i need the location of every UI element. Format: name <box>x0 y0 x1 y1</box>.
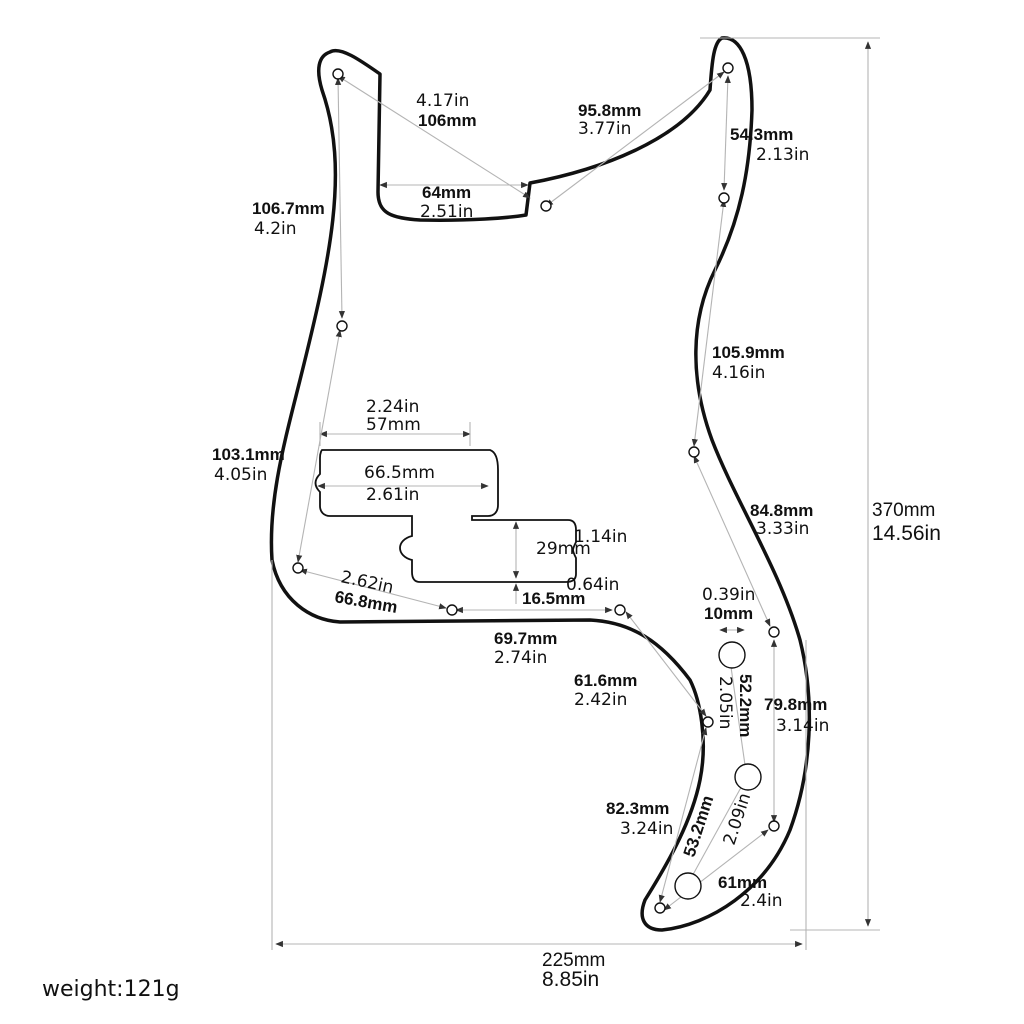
hole-dia-mm: 10mm <box>704 604 753 623</box>
horn-diag-in: 3.77in <box>578 119 631 139</box>
hole-dia-in: 0.39in <box>702 585 755 605</box>
pickup-gap-in: 0.64in <box>566 575 619 595</box>
measurement-lines <box>271 37 880 950</box>
horn-right-mm: 54.3mm <box>730 125 793 144</box>
overall-height-in: 14.56in <box>872 522 941 545</box>
left-mid-in: 4.05in <box>214 465 267 485</box>
right-lower-in: 3.33in <box>756 519 809 539</box>
horn-right-in: 2.13in <box>756 145 809 165</box>
overall-width-mm: 225mm <box>542 950 605 971</box>
tail-diag-in: 3.24in <box>620 819 673 839</box>
bottom-mid-in: 2.74in <box>494 648 547 668</box>
pickup-top-mm: 57mm <box>366 415 421 435</box>
neck-width-mm: 64mm <box>422 183 471 202</box>
pickup-inner-mm: 66.5mm <box>364 463 435 483</box>
neck-width-in: 2.51in <box>420 202 473 222</box>
pickup-height-mm: 29mm <box>536 539 591 559</box>
left-upper-mm: 106.7mm <box>252 199 325 218</box>
pickup-top-in: 2.24in <box>366 397 419 417</box>
right-end-in: 3.14in <box>776 716 829 736</box>
lower-diag-mm: 61.6mm <box>574 671 637 690</box>
tail-bottom-in: 2.4in <box>740 891 783 911</box>
right-mid-in: 4.16in <box>712 363 765 383</box>
left-mid-mm: 103.1mm <box>212 445 285 464</box>
tail-bottom-mm: 61mm <box>718 873 767 892</box>
pickup-height-in: 1.14in <box>574 527 627 547</box>
right-lower-mm: 84.8mm <box>750 501 813 520</box>
right-end-mm: 79.8mm <box>764 695 827 714</box>
bottom-small-mm: 16.5mm <box>522 589 585 608</box>
horn-diag-mm: 95.8mm <box>578 101 641 120</box>
tail-diag-mm: 82.3mm <box>606 799 669 818</box>
lower-diag-in: 2.42in <box>574 690 627 710</box>
overall-height-mm: 370mm <box>872 500 935 521</box>
left-upper-in: 4.2in <box>254 219 297 239</box>
weight-label: weight:121g <box>42 977 180 1002</box>
screw-holes <box>292 62 780 914</box>
pot-span-mm: 52.2mm <box>736 674 755 737</box>
neck-diag-in: 4.17in <box>416 91 469 111</box>
overall-dimensions: 370mm 14.56in 225mm 8.85in <box>542 500 941 991</box>
overall-width-in: 8.85in <box>542 968 599 991</box>
neck-diag-mm: 106mm <box>418 111 477 130</box>
pickup-inner-in: 2.61in <box>366 485 419 505</box>
control-holes <box>674 641 762 900</box>
pot-span-in: 2.05in <box>715 676 735 729</box>
right-mid-mm: 105.9mm <box>712 343 785 362</box>
bottom-mid-mm: 69.7mm <box>494 629 557 648</box>
